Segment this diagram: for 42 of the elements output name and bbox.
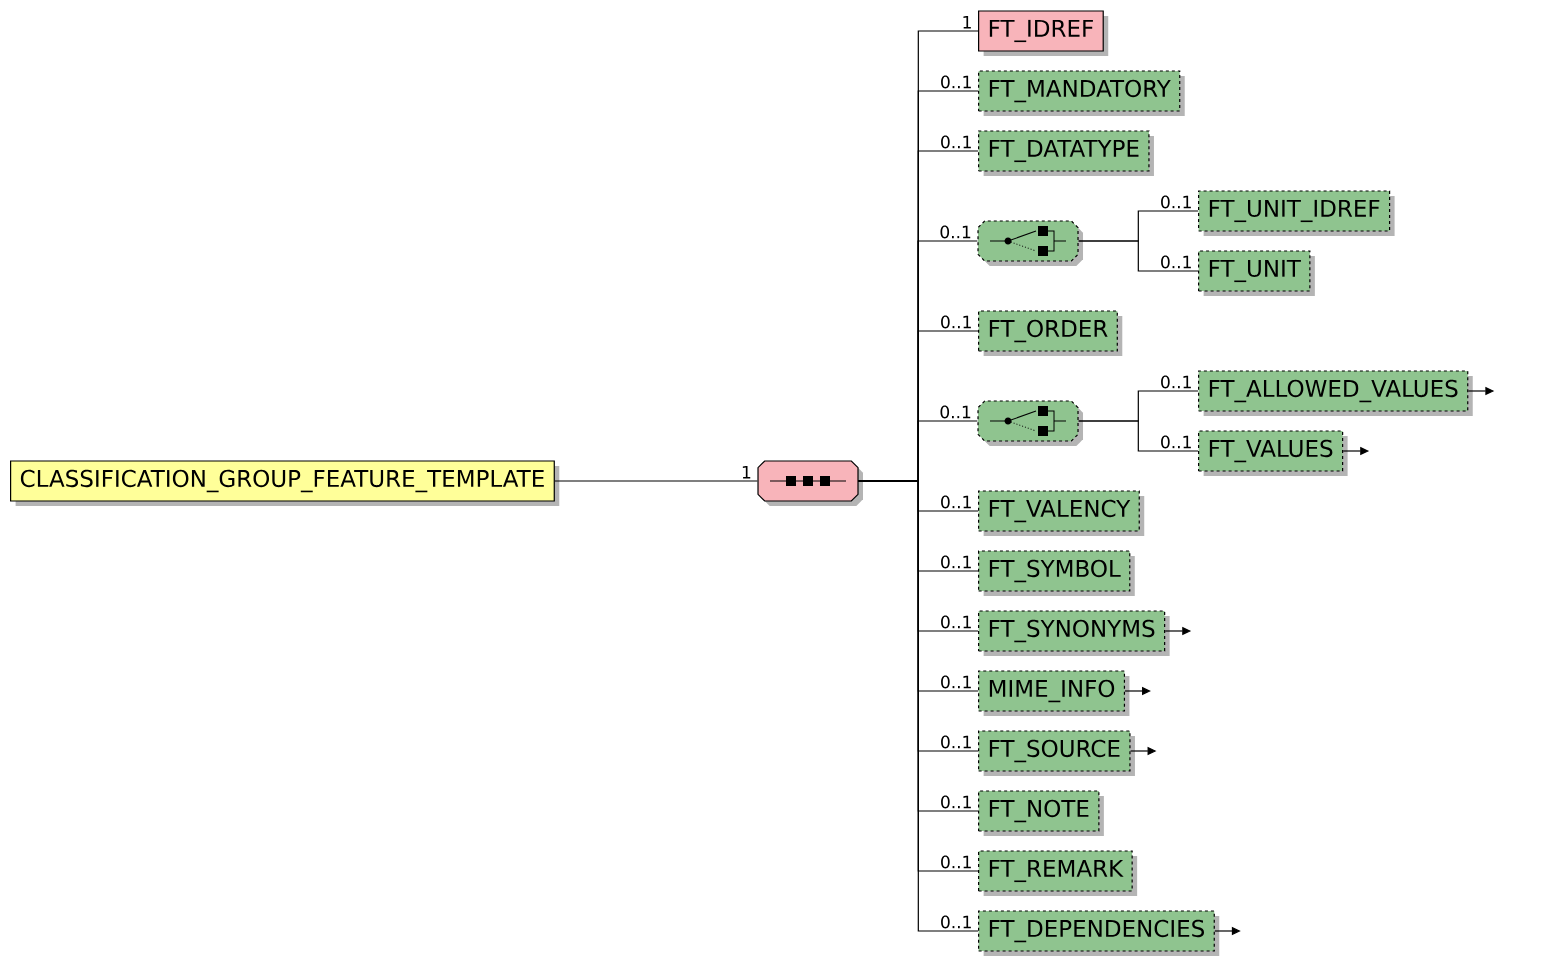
- cardinality-label: 0..1: [938, 794, 974, 810]
- cardinality-label: 0..1: [938, 854, 974, 870]
- compositor-symbol: [977, 220, 1083, 266]
- cardinality-label: 0..1: [938, 314, 974, 330]
- cardinality-label: 0..1: [938, 134, 974, 150]
- element-box: FT_MANDATORY: [978, 70, 1185, 116]
- element-box: FT_NOTE: [978, 790, 1104, 836]
- cardinality-label: 0..1: [938, 914, 974, 930]
- compositor-symbol: [757, 460, 863, 506]
- cardinality-label: 0..1: [938, 494, 974, 510]
- element-box: FT_SYNONYMS: [978, 610, 1170, 656]
- element-box: FT_UNIT_IDREF: [1198, 190, 1395, 236]
- element-box: FT_UNIT: [1198, 250, 1315, 296]
- compositor-symbol: [977, 400, 1083, 446]
- element-box: MIME_INFO: [978, 670, 1130, 716]
- cardinality-label: 0..1: [938, 614, 974, 630]
- element-box: FT_VALENCY: [978, 490, 1145, 536]
- cardinality-label: 0..1: [938, 404, 973, 420]
- cardinality-label: 0..1: [938, 734, 974, 750]
- cardinality-label: 0..1: [1158, 374, 1194, 390]
- element-box: FT_DEPENDENCIES: [978, 910, 1220, 956]
- element-box: FT_SOURCE: [978, 730, 1135, 776]
- cardinality-label: 0..1: [1158, 254, 1194, 270]
- cardinality-label: 1: [740, 465, 753, 480]
- cardinality-label: 0..1: [1158, 194, 1194, 210]
- cardinality-label: 0..1: [938, 224, 973, 240]
- cardinality-label: 0..1: [938, 554, 974, 570]
- connector-line: [554, 480, 758, 482]
- element-box: FT_SYMBOL: [978, 550, 1135, 596]
- element-box: FT_DATATYPE: [978, 130, 1154, 176]
- element-box: FT_REMARK: [978, 850, 1138, 896]
- cardinality-label: 0..1: [938, 674, 974, 690]
- cardinality-label: 0..1: [1158, 434, 1194, 450]
- connector-line: [1078, 420, 1199, 452]
- element-box: FT_ALLOWED_VALUES: [1198, 370, 1473, 416]
- cardinality-label: 0..1: [938, 74, 974, 90]
- element-box: FT_VALUES: [1198, 430, 1348, 476]
- element-box: FT_IDREF: [978, 10, 1109, 56]
- connector-line: [1078, 240, 1199, 272]
- cardinality-label: 1: [960, 15, 974, 30]
- element-box: FT_ORDER: [978, 310, 1123, 356]
- element-box: CLASSIFICATION_GROUP_FEATURE_TEMPLATE: [10, 460, 560, 506]
